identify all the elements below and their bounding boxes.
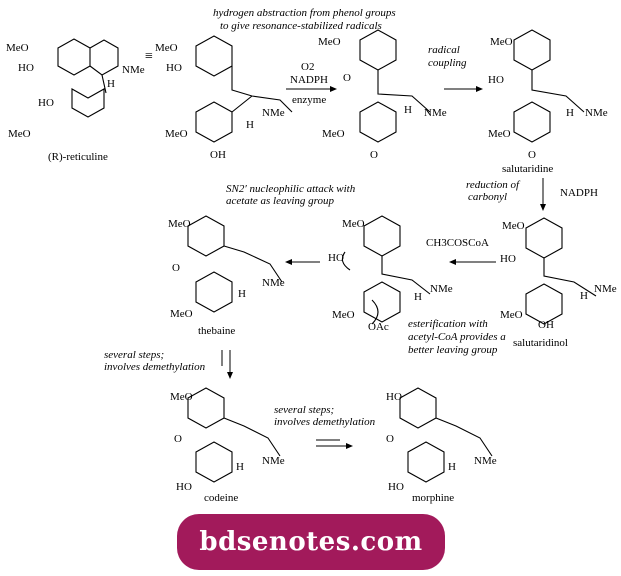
watermark-banner: bdsenotes.com <box>177 514 445 570</box>
reticuline-group: NMe <box>122 64 145 76</box>
annotation-line: better leaving group <box>408 344 498 356</box>
thebaine-group: H <box>238 288 246 300</box>
curved-arrow <box>371 299 379 325</box>
acetate-group: H <box>414 291 422 303</box>
reagent-label: NADPH <box>290 74 328 86</box>
structure-thebaine: MeO O H NMe MeO thebaine <box>168 215 285 337</box>
structure-diradical: MeO O H NMe MeO O <box>318 29 447 161</box>
salutaridinol-group: HO <box>500 253 516 265</box>
morphine-group: HO <box>386 391 402 403</box>
diradical-group: MeO <box>322 128 345 140</box>
salutaridine-label: salutaridine <box>502 163 553 175</box>
salutaridinol-group: NMe <box>594 283 617 295</box>
arrowhead <box>285 259 292 265</box>
thebaine-label: thebaine <box>198 325 235 337</box>
conformer-group: HO <box>166 62 182 74</box>
annotation-line: several steps; <box>274 404 334 416</box>
annotation-line: to give resonance-stabilized radicals <box>220 20 382 32</box>
morphine-group: O <box>386 433 394 445</box>
salutaridine-group: H <box>566 107 574 119</box>
conformer-group: NMe <box>262 107 285 119</box>
arrowhead <box>449 259 456 265</box>
structure-codeine: MeO O H NMe HO codeine <box>170 387 285 504</box>
reagent-label: enzyme <box>292 94 326 106</box>
salutaridine-group: MeO <box>490 36 513 48</box>
acetate-group: OAc <box>368 321 389 333</box>
salutaridine-group: O <box>528 149 536 161</box>
annotation-line: involves demethylation <box>274 416 376 428</box>
salutaridine-group: MeO <box>488 128 511 140</box>
annotation-line: reduction of <box>466 179 521 191</box>
conformer-group: MeO <box>165 128 188 140</box>
annotation-line: SN2′ nucleophilic attack with <box>226 183 356 195</box>
salutaridine-group: HO <box>488 74 504 86</box>
morphine-label: morphine <box>412 492 454 504</box>
thebaine-group: MeO <box>168 218 191 230</box>
thebaine-group: MeO <box>170 308 193 320</box>
salutaridinol-group: H <box>580 290 588 302</box>
structure-morphine: HO O H NMe HO morphine <box>386 387 497 504</box>
codeine-group: MeO <box>170 391 193 403</box>
reticuline-label: (R)-reticuline <box>48 151 108 163</box>
curved-arrow <box>341 251 351 271</box>
codeine-label: codeine <box>204 492 238 504</box>
thebaine-group: NMe <box>262 277 285 289</box>
annotation-line: esterification with <box>408 318 488 330</box>
acetate-group: MeO <box>332 309 355 321</box>
salutaridinol-group: OH <box>538 319 554 331</box>
codeine-group: H <box>236 461 244 473</box>
salutaridinol-group: MeO <box>500 309 523 321</box>
reticuline-group: HO <box>18 62 34 74</box>
reagent-label: CH3COSCoA <box>426 237 489 249</box>
diradical-group: H <box>404 104 412 116</box>
arrowhead <box>330 86 337 92</box>
thebaine-group: O <box>172 262 180 274</box>
codeine-group: HO <box>176 481 192 493</box>
arrowhead <box>476 86 483 92</box>
structure-reticuline-conformer: MeO HO NMe H MeO OH <box>155 35 293 161</box>
acetate-group: HO <box>328 252 344 264</box>
diradical-group: NMe <box>424 107 447 119</box>
reticuline-group: MeO <box>6 42 29 54</box>
annotation-line: radical <box>428 44 460 56</box>
salutaridinol-group: MeO <box>502 220 525 232</box>
salutaridine-group: NMe <box>585 107 608 119</box>
structure-salutaridinol: MeO HO MeO H NMe OH salutaridinol <box>500 217 617 349</box>
annotation-line: carbonyl <box>468 191 507 203</box>
codeine-group: NMe <box>262 455 285 467</box>
diradical-group: O <box>370 149 378 161</box>
reagent-label: NADPH <box>560 187 598 199</box>
conformer-group: MeO <box>155 42 178 54</box>
annotation-line: acetyl-CoA provides a <box>408 331 506 343</box>
diradical-group: MeO <box>318 36 341 48</box>
reticuline-group: HO <box>38 97 54 109</box>
arrowhead <box>540 204 546 211</box>
reticuline-group: H <box>107 78 115 90</box>
reticuline-group: MeO <box>8 128 31 140</box>
annotation-line: several steps; <box>104 349 164 361</box>
codeine-group: O <box>174 433 182 445</box>
equivalence-symbol: ≡ <box>145 49 153 64</box>
structure-salutaridine: MeO HO MeO H NMe O salutaridine <box>488 29 608 175</box>
diradical-group: O <box>343 72 351 84</box>
structure-reticuline: MeO HO NMe H HO MeO (R)-reticuline <box>6 38 145 163</box>
morphine-group: NMe <box>474 455 497 467</box>
arrowhead <box>227 372 233 379</box>
acetate-group: MeO <box>342 218 365 230</box>
morphine-group: HO <box>388 481 404 493</box>
annotation-line: involves demethylation <box>104 361 206 373</box>
acetate-group: NMe <box>430 283 453 295</box>
arrowhead <box>346 443 353 449</box>
annotation-line: acetate as leaving group <box>226 195 335 207</box>
conformer-group: OH <box>210 149 226 161</box>
watermark-text: bdsenotes.com <box>199 527 423 557</box>
structure-acetate-intermediate: MeO HO MeO H NMe OAc <box>328 215 453 333</box>
reagent-label: O2 <box>301 61 314 73</box>
annotation-line: coupling <box>428 57 467 69</box>
conformer-group: H <box>246 119 254 131</box>
morphine-group: H <box>448 461 456 473</box>
annotation-line: hydrogen abstraction from phenol groups <box>213 7 396 19</box>
salutaridinol-label: salutaridinol <box>513 337 568 349</box>
